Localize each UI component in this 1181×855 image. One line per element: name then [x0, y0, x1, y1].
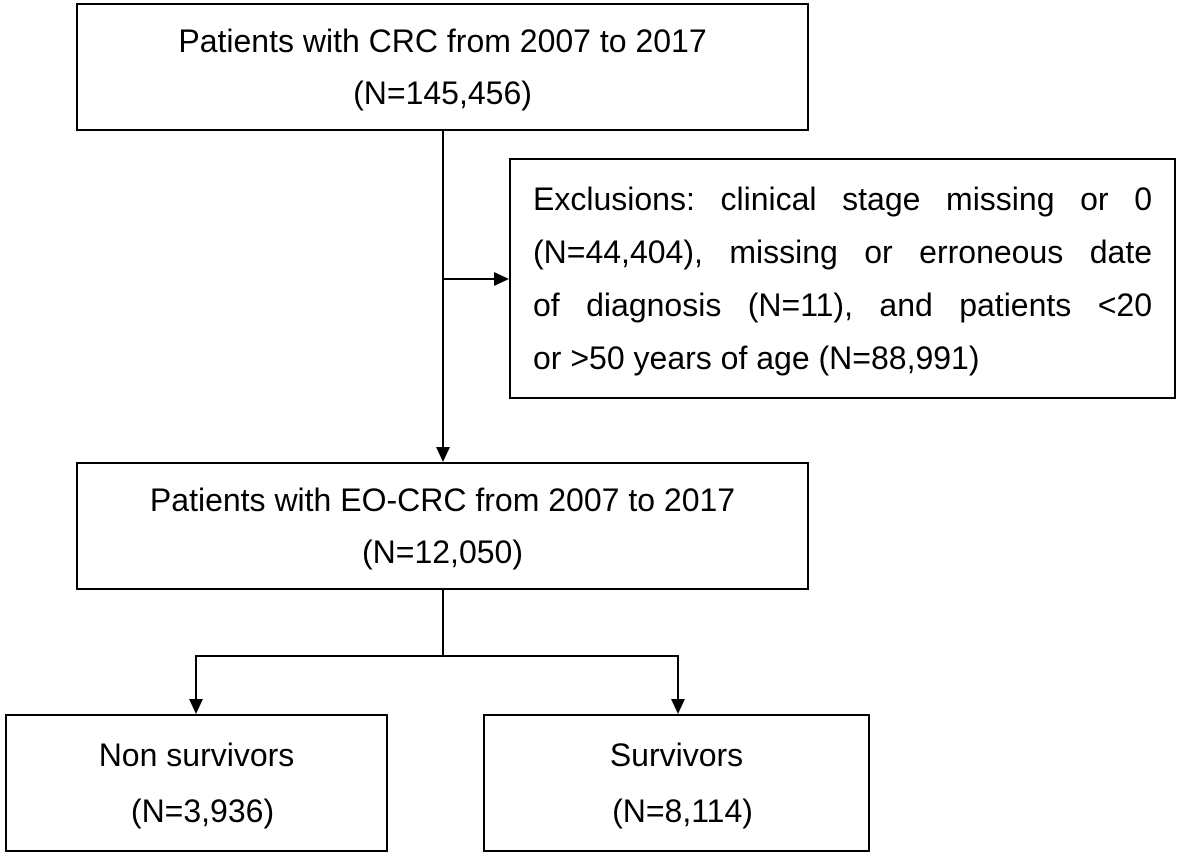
box-all-crc-title: Patients with CRC from 2007 to 2017: [178, 23, 707, 59]
exclusions-line-2: (N=44,404), missing or erroneous date: [533, 233, 1152, 270]
survivors-count: (N=8,114): [612, 793, 753, 829]
box-eo-crc-title: Patients with EO-CRC from 2007 to 2017: [149, 482, 736, 518]
survivors-label: Survivors: [609, 737, 744, 773]
arrowhead-exclusions: [494, 272, 509, 286]
box-all-crc-count: (N=145,456): [353, 75, 532, 111]
box-eo-crc-patients: Patients with EO-CRC from 2007 to 2017 (…: [76, 462, 809, 590]
exclusions-line-1: Exclusions: clinical stage missing or 0: [533, 180, 1152, 217]
arrowhead-middle: [436, 447, 450, 462]
box-survivors: Survivors (N=8,114): [483, 714, 870, 852]
non-survivors-count: (N=3,936): [130, 793, 275, 829]
arrowhead-non-survivors: [189, 699, 203, 714]
exclusions-line-3: of diagnosis (N=11), and patients <20: [533, 286, 1152, 323]
box-non-survivors: Non survivors (N=3,936): [5, 714, 388, 852]
non-survivors-label: Non survivors: [98, 737, 295, 773]
arrowhead-survivors: [671, 699, 685, 714]
box-all-crc-patients: Patients with CRC from 2007 to 2017 (N=1…: [76, 3, 809, 131]
box-eo-crc-count: (N=12,050): [362, 534, 523, 570]
exclusions-line-4: or >50 years of age (N=88,991): [533, 339, 980, 376]
box-exclusions: Exclusions: clinical stage missing or 0 …: [509, 158, 1176, 399]
